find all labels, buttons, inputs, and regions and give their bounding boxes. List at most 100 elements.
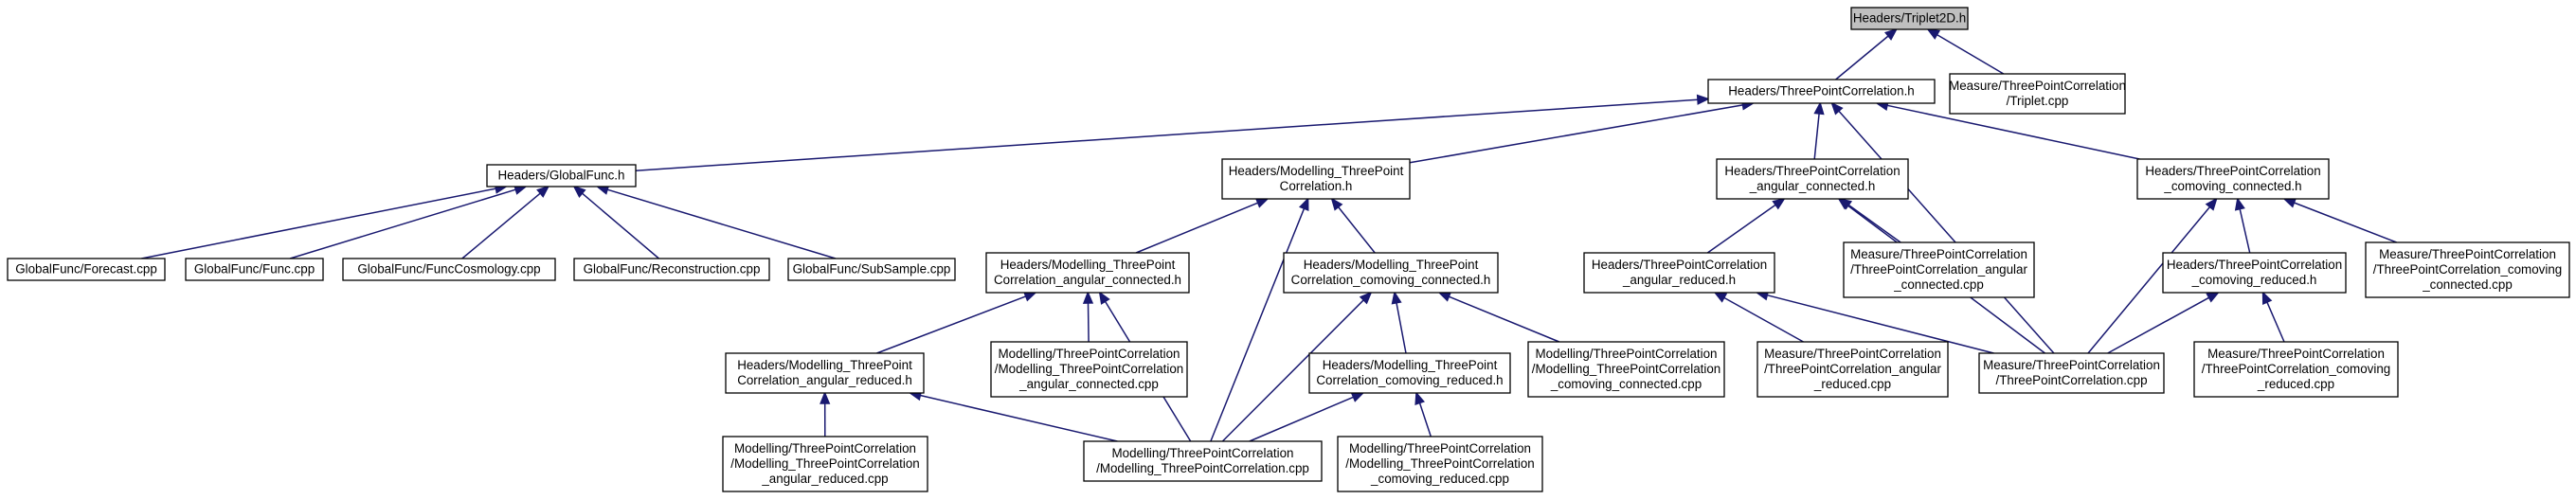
arrowhead-icon — [536, 185, 550, 198]
file-node[interactable]: Measure/ThreePointCorrelation/ThreePoint… — [1978, 352, 2165, 394]
node-label: Measure/ThreePointCorrelation — [1983, 358, 2160, 372]
node-label: Headers/GlobalFunc.h — [498, 169, 625, 183]
file-node[interactable]: Modelling/ThreePointCorrelation/Modellin… — [1527, 341, 1725, 398]
arrowhead-icon — [1837, 197, 1851, 210]
dependency-edge — [141, 183, 509, 259]
file-node[interactable]: Measure/ThreePointCorrelation/Triplet.cp… — [1949, 73, 2126, 115]
node-label: Headers/ThreePointCorrelation — [2145, 164, 2320, 178]
dependency-edge — [1926, 27, 2005, 75]
node-label: _comoving_connected.cpp — [1550, 377, 1702, 391]
file-node[interactable]: GlobalFunc/Forecast.cpp — [7, 258, 166, 281]
node-label: /ThreePointCorrelation_comoving — [2373, 262, 2562, 277]
arrowhead-icon — [2282, 198, 2297, 208]
node-label: Headers/Modelling_ThreePoint — [1323, 358, 1498, 372]
edge-line — [1847, 204, 1901, 243]
root-file-node[interactable]: Headers/Triplet2D.h — [1850, 7, 1969, 30]
node-label: _angular_reduced.h — [1622, 273, 1736, 287]
edge-line — [461, 192, 541, 259]
edge-line — [1835, 35, 1889, 80]
dependency-edge — [1414, 391, 1432, 438]
node-label: GlobalFunc/Forecast.cpp — [15, 262, 157, 277]
edge-line — [1396, 302, 1407, 354]
file-node[interactable]: Modelling/ThreePointCorrelation/Modellin… — [1083, 440, 1323, 482]
node-label: /Modelling_ThreePointCorrelation.cpp — [1096, 461, 1309, 475]
file-node[interactable]: Modelling/ThreePointCorrelation/Modellin… — [722, 436, 928, 492]
node-label: Headers/ThreePointCorrelation — [1592, 258, 1767, 272]
file-node[interactable]: GlobalFunc/Func.cpp — [185, 258, 324, 281]
node-box — [725, 352, 925, 394]
node-label: Correlation.h — [1280, 179, 1353, 193]
node-label: Headers/ThreePointCorrelation.h — [1728, 84, 1915, 98]
node-box — [1527, 341, 1725, 398]
edge-line — [1338, 206, 1376, 254]
node-label: _comoving_connected.h — [2163, 179, 2301, 193]
file-node[interactable]: Headers/ThreePointCorrelation_angular_co… — [1716, 158, 1909, 200]
file-node[interactable]: Measure/ThreePointCorrelation/ThreePoint… — [1756, 341, 1949, 398]
dependency-edge — [1437, 292, 1560, 343]
file-node[interactable]: GlobalFunc/FuncCosmology.cpp — [342, 258, 556, 281]
node-label: _reduced.cpp — [1813, 377, 1891, 391]
node-label: GlobalFunc/Reconstruction.cpp — [584, 262, 761, 277]
node-box — [7, 258, 166, 281]
arrowhead-icon — [1437, 292, 1452, 302]
file-node[interactable]: Measure/ThreePointCorrelation/ThreePoint… — [2365, 241, 2570, 298]
node-layer: Headers/Triplet2D.hHeaders/ThreePointCor… — [7, 7, 2570, 492]
arrowhead-icon — [1926, 27, 1941, 40]
dependency-edge — [1249, 392, 1365, 442]
edge-line — [1838, 110, 2055, 354]
file-node[interactable]: Headers/Modelling_ThreePointCorrelation_… — [1308, 352, 1511, 394]
edge-line — [1723, 296, 1804, 343]
node-box — [990, 341, 1188, 398]
file-node[interactable]: Headers/Modelling_ThreePointCorrelation.… — [1221, 158, 1411, 200]
node-label: Modelling/ThreePointCorrelation — [1111, 446, 1293, 460]
node-box — [573, 258, 770, 281]
dependency-edge — [1706, 197, 1786, 254]
node-box — [1308, 352, 1511, 394]
edge-line — [1221, 299, 1364, 442]
file-node[interactable]: Headers/Modelling_ThreePointCorrelation_… — [985, 252, 1190, 294]
node-label: /Modelling_ThreePointCorrelation — [730, 456, 919, 471]
file-node[interactable]: Headers/Modelling_ThreePointCorrelation_… — [1283, 252, 1499, 294]
file-node[interactable]: GlobalFunc/SubSample.cpp — [787, 258, 956, 281]
file-node[interactable]: Modelling/ThreePointCorrelation/Modellin… — [990, 341, 1188, 398]
edge-line — [635, 98, 1699, 171]
dependency-edge — [635, 94, 1710, 171]
dependency-edge — [1813, 101, 1825, 160]
node-label: Modelling/ThreePointCorrelation — [998, 347, 1180, 361]
node-label: Modelling/ThreePointCorrelation — [734, 441, 916, 455]
node-label: Correlation_angular_reduced.h — [737, 373, 912, 387]
edge-line — [581, 192, 659, 259]
node-box — [1756, 341, 1949, 398]
node-box — [985, 252, 1190, 294]
file-node[interactable]: Headers/Modelling_ThreePointCorrelation_… — [725, 352, 925, 394]
node-label: Headers/Modelling_ThreePoint — [1304, 258, 1479, 272]
arrowhead-icon — [820, 391, 831, 404]
file-node[interactable]: Modelling/ThreePointCorrelation/Modellin… — [1337, 436, 1543, 492]
file-node[interactable]: Headers/ThreePointCorrelation_comoving_c… — [2136, 158, 2330, 200]
node-box — [1850, 7, 1969, 30]
arrowhead-icon — [1414, 391, 1425, 405]
node-label: _angular_reduced.cpp — [761, 472, 888, 486]
arrowhead-icon — [1884, 27, 1899, 41]
dependency-edge — [595, 185, 837, 259]
node-label: Headers/Modelling_ThreePoint — [1000, 258, 1176, 272]
edge-line — [1937, 33, 2005, 75]
node-label: Modelling/ThreePointCorrelation — [1535, 347, 1717, 361]
node-label: Measure/ThreePointCorrelation — [2379, 247, 2556, 261]
arrowhead-icon — [1772, 197, 1786, 210]
dependency-edge — [1838, 197, 1901, 243]
file-node[interactable]: Headers/ThreePointCorrelation_angular_re… — [1583, 252, 1775, 294]
file-node[interactable]: Measure/ThreePointCorrelation/ThreePoint… — [1843, 241, 2035, 298]
dependency-edge — [2107, 292, 2221, 354]
file-node[interactable]: Headers/ThreePointCorrelation.h — [1707, 79, 1936, 104]
node-label: _connected.cpp — [2422, 277, 2513, 292]
node-label: Measure/ThreePointCorrelation — [1850, 247, 2027, 261]
file-node[interactable]: Headers/ThreePointCorrelation_comoving_r… — [2162, 252, 2347, 294]
file-node[interactable]: Measure/ThreePointCorrelation/ThreePoint… — [2193, 341, 2399, 398]
node-box — [1083, 440, 1323, 482]
dependency-edge — [1135, 198, 1270, 254]
file-node[interactable]: GlobalFunc/Reconstruction.cpp — [573, 258, 770, 281]
edge-line — [920, 394, 1118, 442]
file-node[interactable]: Headers/GlobalFunc.h — [486, 164, 637, 188]
